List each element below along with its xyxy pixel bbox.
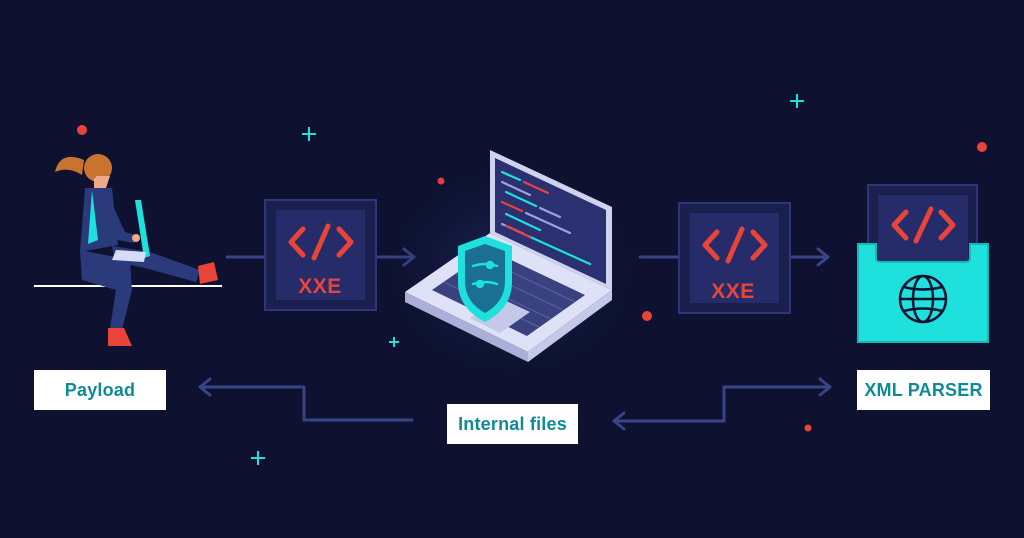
code-brackets-icon [891, 206, 956, 244]
right-card-xxe-label: XXE [711, 280, 755, 303]
sparkle-cross [790, 94, 804, 108]
sparkle-cross [302, 127, 316, 141]
left-card-xxe-label: XXE [298, 275, 342, 298]
globe-icon [898, 274, 948, 324]
right-xxe-card [678, 202, 791, 314]
shield-icon [458, 236, 512, 322]
sparkle-cross [389, 337, 399, 347]
laptop-icon [372, 150, 652, 390]
xml-parser-folder [857, 184, 989, 343]
xml-parser-label: XML PARSER [857, 370, 990, 410]
code-brackets-icon [288, 223, 354, 261]
sparkles [251, 94, 804, 465]
arrow-internal-to-payload [198, 385, 414, 422]
internal-files-label: Internal files [447, 404, 578, 444]
woman-with-laptop-illustration [34, 154, 222, 346]
payload-label: Payload [34, 370, 166, 410]
arrow-parser-to-internal [612, 385, 832, 423]
left-xxe-card [264, 199, 377, 311]
sparkle-cross [251, 451, 265, 465]
code-brackets-icon [702, 226, 768, 264]
